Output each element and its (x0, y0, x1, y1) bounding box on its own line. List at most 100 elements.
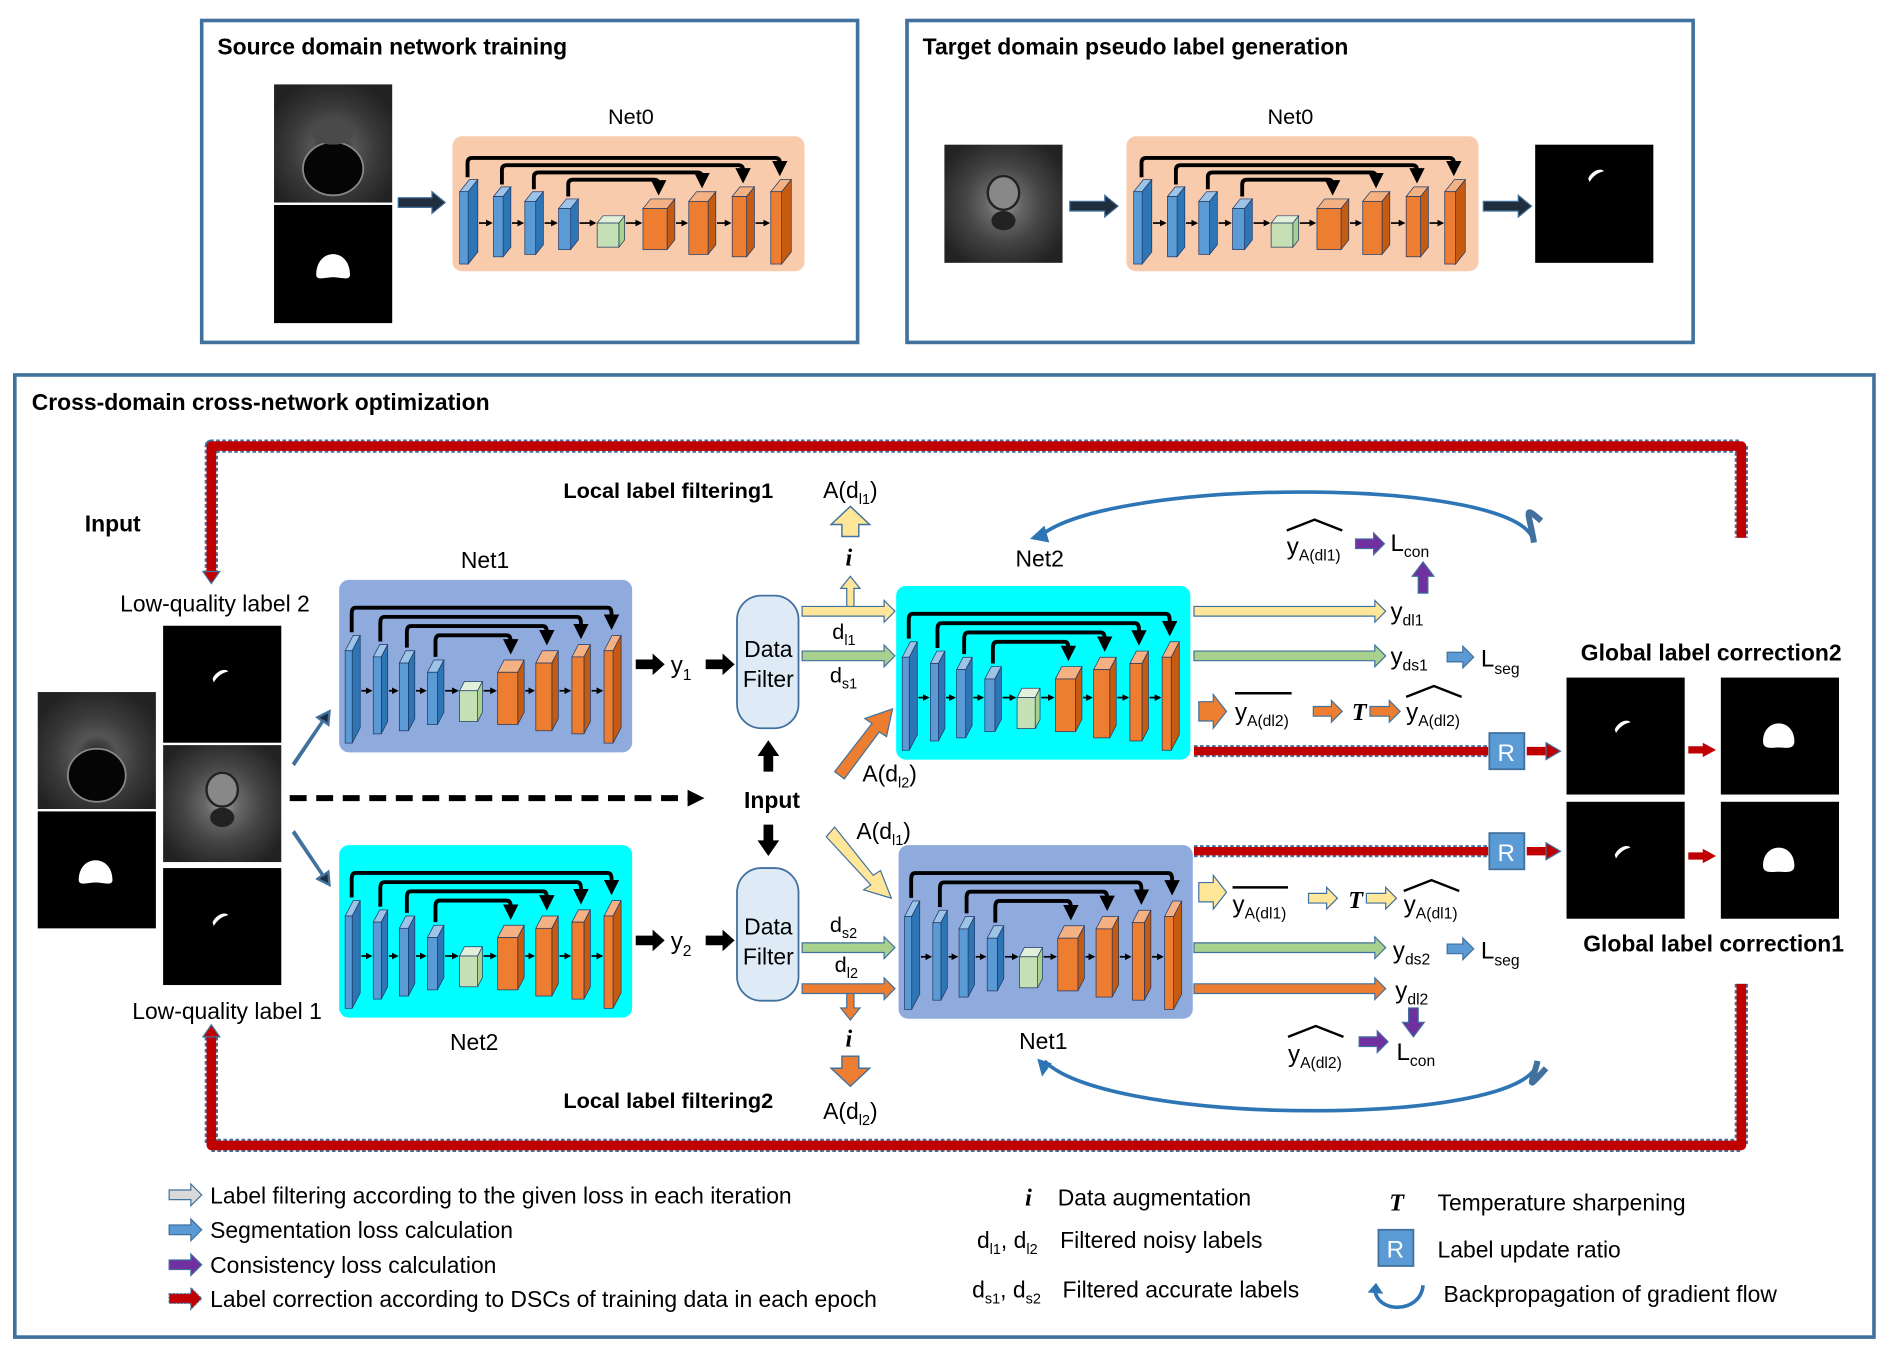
yhat-to-lcon-bottom-arrow-icon (1358, 1029, 1389, 1055)
decoder-block (1057, 925, 1085, 992)
decoder-block (535, 650, 559, 732)
net1-output-arrow-icon (635, 653, 665, 676)
source-panel-title: Source domain network training (217, 33, 567, 59)
target-input-arrow-icon (1069, 194, 1119, 219)
dl2-down-arrow-icon (839, 992, 862, 1021)
skip-connection (433, 898, 519, 923)
skip-connection (937, 880, 1150, 908)
decoder-block (497, 924, 525, 991)
ds2-label: ds2 (830, 912, 857, 942)
input-down-arrow-icon (757, 824, 780, 857)
yhat-a-dl2-bottom-label: yA(dl2) (1288, 1041, 1342, 1072)
svg-text:Filter: Filter (743, 944, 794, 970)
lseg-bottom-label: Lseg (1481, 938, 1520, 970)
dl2-label: dl2 (835, 952, 858, 982)
local-label-filtering-1: Local label filtering1 (563, 478, 773, 503)
decoder-block (1405, 185, 1430, 258)
source-mask-image (274, 204, 393, 324)
ds1-to-net2-arrow-icon (801, 643, 896, 669)
decoder-block (1161, 641, 1180, 751)
svg-text:Label correction according to: Label correction according to DSCs of tr… (210, 1286, 877, 1312)
low-quality-label-1: Low-quality label 1 (132, 998, 322, 1024)
decoder-block (1054, 666, 1083, 733)
skip-connection (935, 621, 1147, 648)
encoder-block (1132, 178, 1153, 266)
encoder-block (901, 641, 918, 751)
skip-connection (909, 871, 1180, 898)
main-panel-frame (13, 373, 1876, 1339)
ybar-to-t-arrow-icon (1312, 699, 1344, 724)
yds1-label: yds1 (1390, 643, 1427, 674)
dl1-to-net2-arrow-icon (801, 598, 896, 624)
gc1-arrow-icon (1688, 848, 1717, 864)
decoder-block (497, 659, 525, 725)
skip-connection (906, 611, 1178, 639)
legend-item-label-correction: Label correction according to DSCs of tr… (168, 1286, 877, 1312)
dl1-label: dl1 (832, 619, 855, 649)
target-panel-title: Target domain pseudo label generation (923, 33, 1349, 59)
svg-text:Consistency loss calculation: Consistency loss calculation (210, 1252, 496, 1278)
t-to-yhat-arrow-icon (1369, 699, 1401, 724)
bottleneck-block (1270, 214, 1300, 249)
decoder-block (571, 644, 591, 735)
encoder-block (904, 900, 921, 1010)
encoder-block (1198, 190, 1219, 256)
dl2-to-net1-arrow-icon (801, 976, 896, 1001)
bottleneck-block (458, 946, 484, 988)
net1-top-label: Net1 (461, 547, 509, 573)
source-panel-frame (199, 18, 860, 345)
legend-item-filtered-accurate: ds1, ds2 Filtered accurate labels (972, 1276, 1299, 1307)
ratio-box-bottom: R (1488, 832, 1526, 871)
legend-item-filtered-noisy: dl1, dl2 Filtered noisy labels (977, 1227, 1262, 1258)
legend-item-label-filtering: Label filtering according to the given l… (168, 1182, 792, 1208)
svg-text:Data: Data (744, 913, 793, 939)
svg-text:Label update ratio: Label update ratio (1438, 1237, 1621, 1263)
svg-text:R: R (1387, 1237, 1404, 1264)
decoder-block (1129, 650, 1150, 742)
net2-ybar-arrow-icon (1198, 692, 1228, 730)
encoder-block (398, 915, 416, 997)
gc2-noisy-label-image (1566, 677, 1685, 795)
y1-to-filter-arrow-icon (705, 653, 735, 676)
low-quality-label-2: Low-quality label 2 (120, 590, 310, 616)
ds1-label: ds1 (830, 662, 857, 692)
net2-right-top-unet (896, 585, 1191, 760)
encoder-block (492, 185, 512, 258)
skip-connection (993, 899, 1079, 923)
net2-right-top-label: Net2 (1015, 546, 1063, 572)
skip-connection (378, 880, 589, 907)
svg-text:R: R (1498, 740, 1515, 767)
decoder-block (603, 634, 622, 744)
gc1-noisy-label-image (1566, 801, 1685, 919)
backprop-curve-top-icon (1038, 490, 1536, 544)
data-filter-top: Data Filter (736, 594, 800, 730)
decoder-block (535, 915, 559, 997)
net1-top-unet (339, 579, 633, 753)
svg-text:Temperature sharpening: Temperature sharpening (1438, 1189, 1686, 1215)
input-label: Input (85, 511, 141, 537)
augmentation-symbol-bottom: i (846, 1027, 853, 1053)
yhat-a-dl1-label: yA(dl1) (1404, 892, 1458, 923)
lcon-top-label: Lcon (1390, 530, 1429, 561)
skip-connection (378, 614, 589, 642)
decoder-block (1131, 909, 1152, 1001)
decoder-block (571, 909, 591, 1000)
net2-bottom-label: Net2 (450, 1029, 498, 1055)
global-label-correction-2: Global label correction2 (1581, 640, 1842, 666)
ybar-a-dl2-label: yA(dl2) (1235, 699, 1289, 730)
skip-connection (465, 156, 788, 178)
skip-connection (1240, 177, 1341, 197)
net2-yds1-arrow-icon (1193, 643, 1387, 669)
svg-text:Filtered accurate labels: Filtered accurate labels (1063, 1276, 1300, 1302)
input-dashed-arrowhead-icon (687, 789, 705, 807)
a-dl2-into-net2-arrow-icon (833, 708, 894, 780)
temperature-symbol-top: T (1352, 700, 1368, 726)
input-to-net1-arrow-icon (291, 709, 331, 767)
source-mri-image (274, 84, 393, 203)
svg-text:Segmentation loss calculation: Segmentation loss calculation (210, 1217, 513, 1243)
skip-connection (990, 639, 1077, 664)
segmentation-loss-arrow-icon (168, 1217, 203, 1243)
y2-label: y2 (671, 928, 692, 960)
lcon-bottom-label: Lcon (1397, 1039, 1436, 1070)
label-correction-loop-top (201, 439, 1748, 585)
